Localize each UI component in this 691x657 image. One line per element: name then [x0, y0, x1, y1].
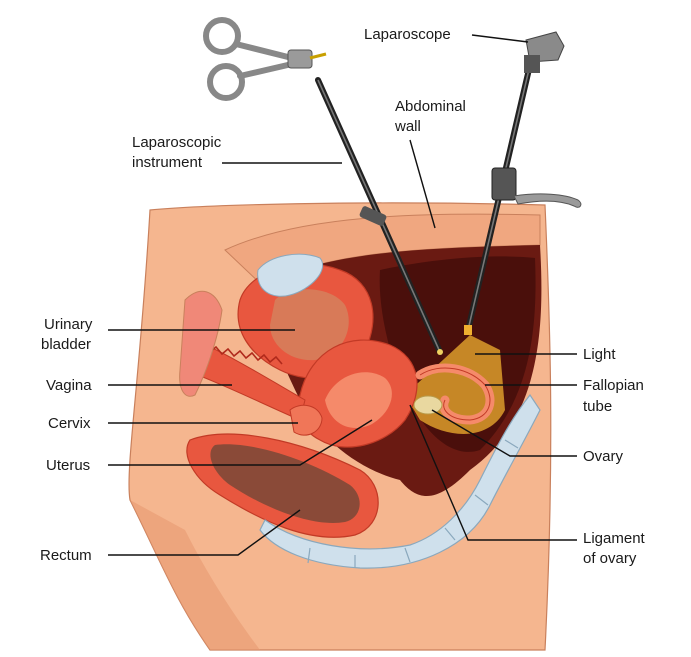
label-uterus: Uterus — [46, 457, 90, 474]
laparoscope — [464, 31, 582, 335]
leader-ovary — [431, 409, 577, 457]
label-fallopian-tube-2: tube — [583, 398, 612, 415]
leader-uterus — [108, 419, 373, 466]
sacrum-segments — [259, 393, 541, 569]
label-fallopian-tube-1: Fallopian — [583, 377, 644, 394]
label-abdominal-wall-1: Abdominal — [395, 98, 466, 115]
label-urinary-bladder-1: Urinary — [44, 316, 93, 333]
leader-lines — [108, 34, 577, 556]
label-laparoscopic-instrument-1: Laparoscopic — [132, 134, 222, 151]
label-abdominal-wall-2: wall — [394, 118, 421, 135]
leader-ligament-of-ovary — [409, 404, 577, 541]
label-urinary-bladder-2: bladder — [41, 336, 91, 353]
label-ligament-of-ovary-1: Ligament — [583, 530, 646, 547]
cervix-shape — [289, 404, 323, 436]
vagina-rugae — [209, 345, 283, 365]
label-laparoscope: Laparoscope — [364, 26, 451, 43]
label-light: Light — [583, 346, 616, 363]
perineum — [179, 290, 223, 397]
body-lower-shadow — [130, 500, 260, 650]
rectum-inner — [210, 444, 360, 523]
laparoscopic-instrument — [203, 17, 443, 355]
fallopian-tube-edge — [419, 367, 491, 421]
uterus-cavity — [325, 372, 392, 429]
label-vagina: Vagina — [46, 377, 92, 394]
leader-abdominal-wall — [409, 139, 436, 229]
ovary — [413, 395, 443, 415]
label-ligament-of-ovary-2: of ovary — [583, 550, 637, 567]
label-cervix: Cervix — [48, 415, 91, 432]
label-laparoscopic-instrument-2: instrument — [132, 154, 203, 171]
sacrum-dividers — [307, 439, 519, 568]
leader-rectum — [108, 509, 301, 556]
label-rectum: Rectum — [40, 547, 92, 564]
leader-laparoscope — [471, 34, 529, 43]
bladder-inner — [270, 289, 349, 361]
label-ovary: Ovary — [583, 448, 624, 465]
pubic-bone-fat — [257, 253, 324, 297]
